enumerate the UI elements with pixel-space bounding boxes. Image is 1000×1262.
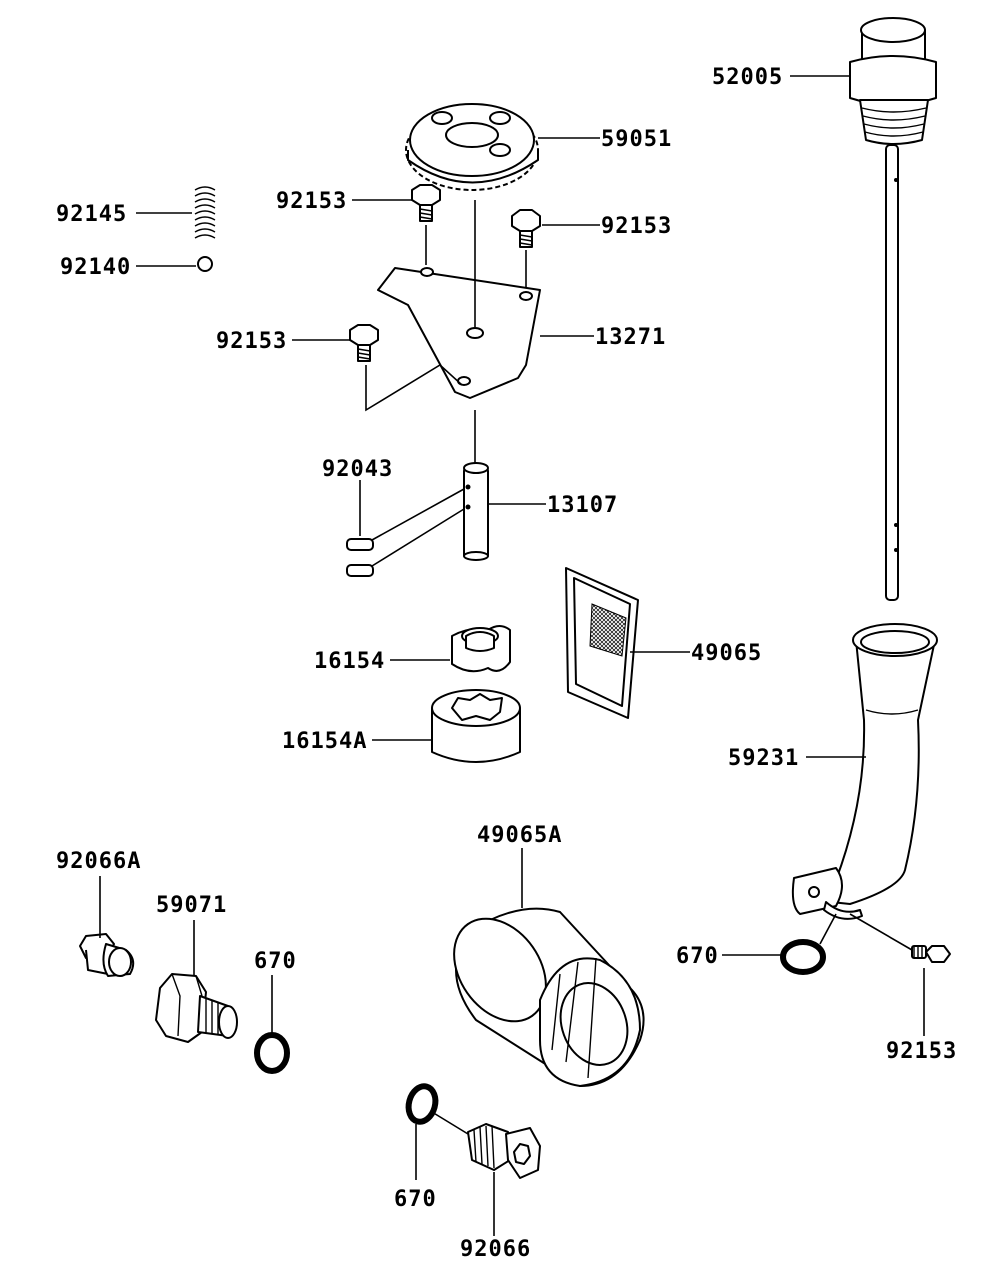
outer-rotor-part[interactable]	[431, 689, 521, 763]
dipstick-part[interactable]	[849, 17, 937, 601]
label-670-c[interactable]: 670	[676, 944, 719, 969]
label-49065[interactable]: 49065	[691, 641, 762, 666]
label-59051[interactable]: 59051	[601, 127, 672, 152]
label-92153-c[interactable]: 92153	[216, 329, 287, 354]
plate-part[interactable]	[377, 267, 541, 399]
filler-tube-part[interactable]	[791, 623, 938, 920]
fitting-part[interactable]	[155, 973, 238, 1043]
label-92153-a[interactable]: 92153	[276, 189, 347, 214]
guide-92153-c	[365, 364, 463, 412]
o-ring-part-right[interactable]	[780, 939, 826, 975]
label-92153-b[interactable]: 92153	[601, 214, 672, 239]
label-59071[interactable]: 59071	[156, 893, 227, 918]
label-92043[interactable]: 92043	[322, 457, 393, 482]
label-52005[interactable]: 52005	[712, 65, 783, 90]
label-670-a[interactable]: 670	[254, 949, 297, 974]
ball-part[interactable]	[197, 256, 213, 272]
pin-part[interactable]	[346, 538, 374, 577]
label-92153-d[interactable]: 92153	[886, 1039, 957, 1064]
label-49065A[interactable]: 49065A	[477, 823, 562, 848]
spring-part[interactable]	[194, 186, 216, 239]
gear-part[interactable]	[405, 103, 539, 191]
o-ring-part-left[interactable]	[254, 1032, 290, 1074]
label-16154A[interactable]: 16154A	[282, 729, 367, 754]
bolt-part-left[interactable]	[349, 324, 379, 362]
guide-92153-d	[849, 913, 913, 951]
guide-pin-2	[371, 508, 465, 567]
shaft-part[interactable]	[463, 462, 489, 561]
guide-670-c	[819, 913, 837, 945]
label-670-b[interactable]: 670	[394, 1187, 437, 1212]
o-ring-part-bottom[interactable]	[405, 1083, 439, 1125]
oil-screen-part[interactable]	[565, 567, 639, 719]
label-16154[interactable]: 16154	[314, 649, 385, 674]
label-59231[interactable]: 59231	[728, 746, 799, 771]
plug-part-92066A[interactable]	[79, 933, 135, 977]
label-13271[interactable]: 13271	[595, 325, 666, 350]
oil-filter-part[interactable]	[435, 901, 645, 1087]
label-92066[interactable]: 92066	[460, 1237, 531, 1262]
inner-rotor-part[interactable]	[451, 625, 511, 673]
guide-pin-1	[371, 488, 465, 541]
bolt-part-top-right[interactable]	[511, 209, 541, 248]
drain-plug-part[interactable]	[467, 1123, 541, 1179]
label-92066A[interactable]: 92066A	[56, 849, 141, 874]
label-13107[interactable]: 13107	[547, 493, 618, 518]
label-92140[interactable]: 92140	[60, 255, 131, 280]
bolt-part-top-left[interactable]	[411, 184, 441, 222]
guide-670-b	[431, 1111, 469, 1135]
bolt-part-lower-right[interactable]	[911, 945, 951, 963]
label-92145[interactable]: 92145	[56, 202, 127, 227]
